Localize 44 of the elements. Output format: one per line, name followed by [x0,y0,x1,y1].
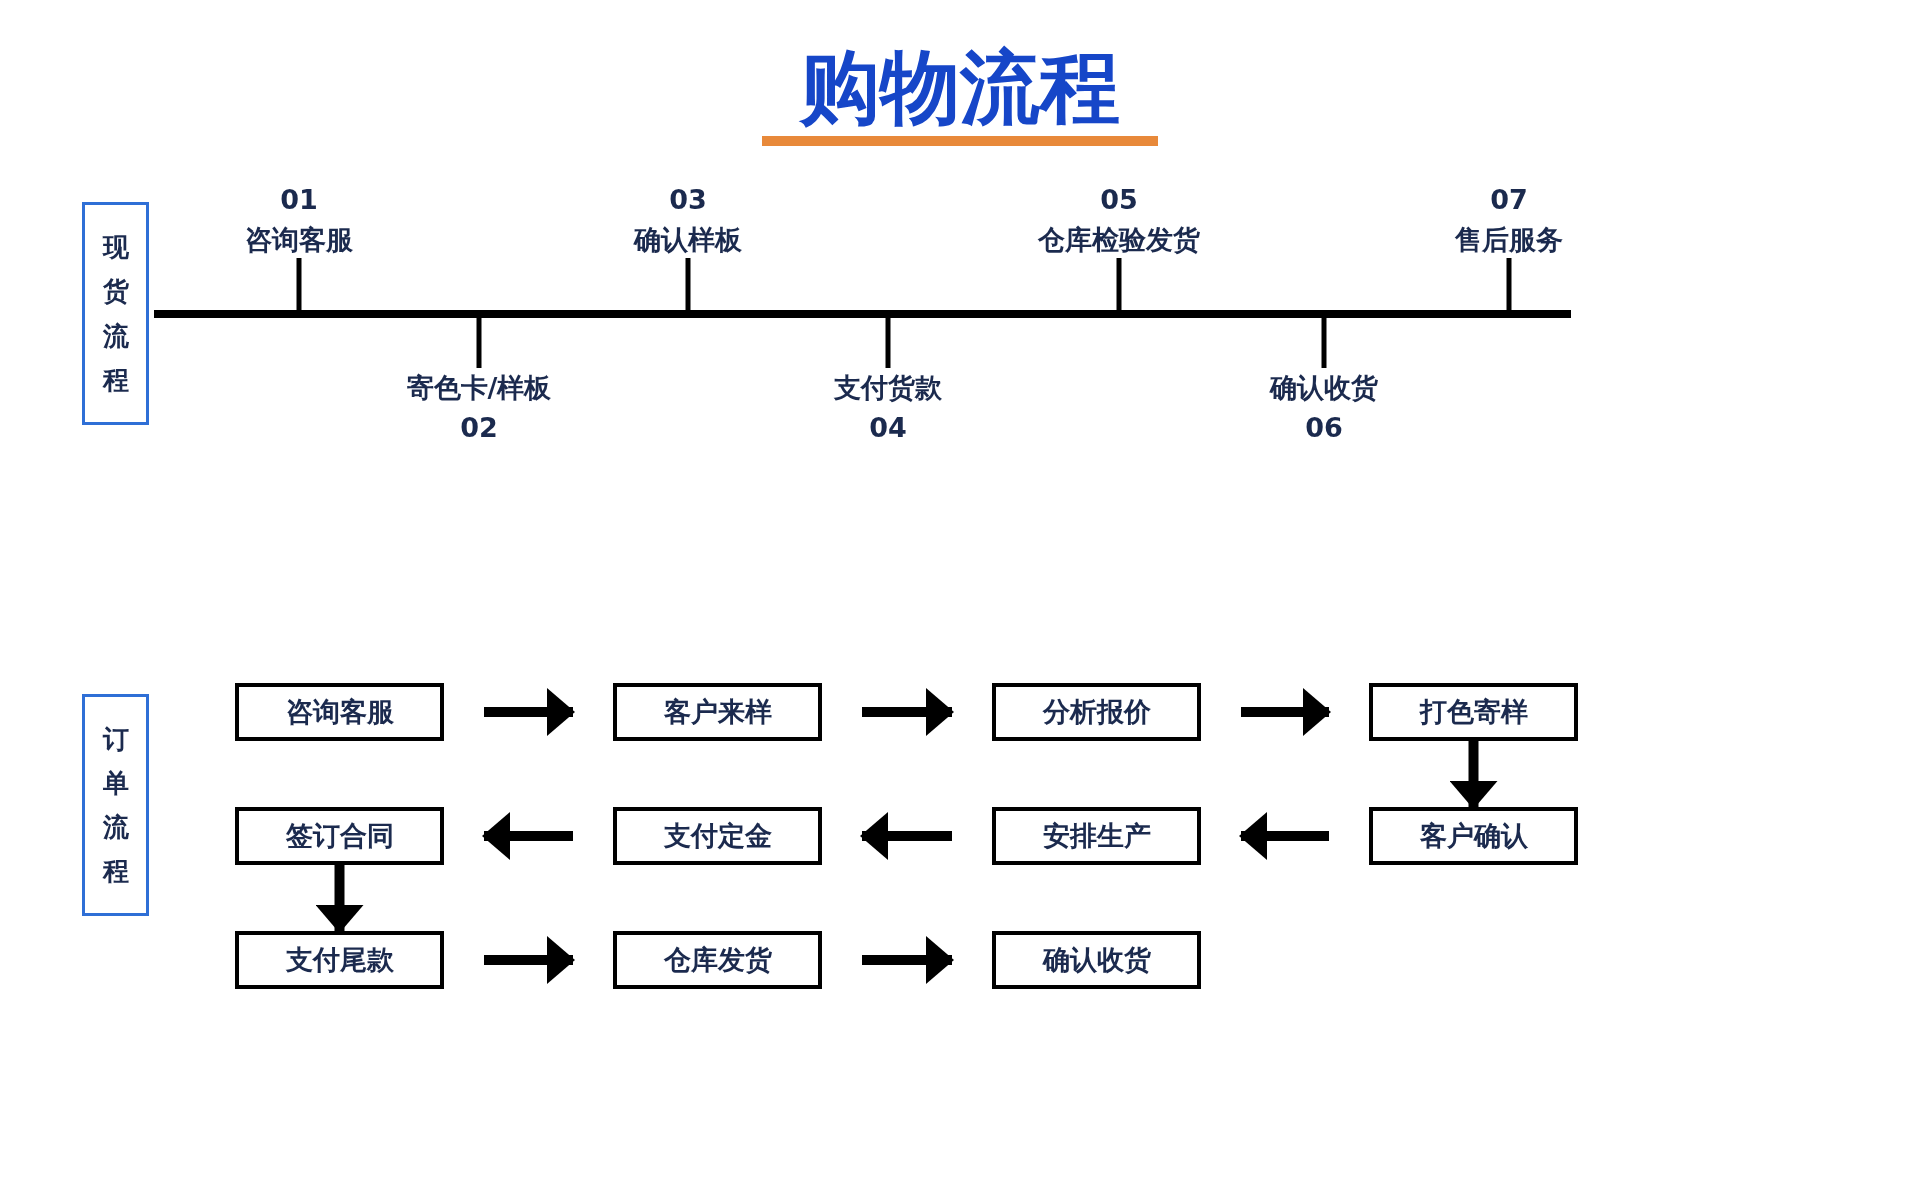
step-label: 支付货款 [834,372,942,405]
step-label: 售后服务 [1455,224,1563,257]
timeline-tick [1506,258,1512,310]
arrow [862,688,954,736]
side-label-box: 现货流程 [82,202,149,425]
arrow [315,865,364,933]
step-number: 02 [460,412,498,445]
step-label: 确认样板 [634,224,742,257]
step-number: 05 [1100,184,1138,217]
process-box: 客户来样 [613,683,822,741]
process-box: 支付尾款 [235,931,444,989]
step-label: 确认收货 [1270,372,1378,405]
process-box: 支付定金 [613,807,822,865]
timeline-tick [1321,316,1327,368]
process-box: 分析报价 [992,683,1201,741]
process-box: 安排生产 [992,807,1201,865]
arrow [1239,812,1329,860]
timeline-tick [476,316,482,368]
process-box: 咨询客服 [235,683,444,741]
step-number: 07 [1490,184,1528,217]
process-box: 仓库发货 [613,931,822,989]
timeline-tick [885,316,891,368]
step-number: 03 [669,184,707,217]
timeline-tick [685,258,691,310]
process-box: 客户确认 [1369,807,1578,865]
side-label-box: 订单流程 [82,694,149,916]
arrow [482,812,573,860]
timeline-tick [296,258,302,310]
process-box: 签订合同 [235,807,444,865]
step-label: 寄色卡/样板 [406,372,552,405]
arrow [1241,688,1331,736]
step-number: 04 [869,412,907,445]
step-number: 01 [280,184,318,217]
step-number: 06 [1305,412,1343,445]
step-label: 咨询客服 [245,224,353,257]
timeline-tick [1116,258,1122,310]
arrow [862,936,954,984]
step-label: 仓库检验发货 [1038,224,1200,257]
arrow [484,688,575,736]
arrow [860,812,952,860]
process-box: 确认收货 [992,931,1201,989]
arrow [484,936,575,984]
process-box: 打色寄样 [1369,683,1578,741]
arrow [1449,741,1498,809]
